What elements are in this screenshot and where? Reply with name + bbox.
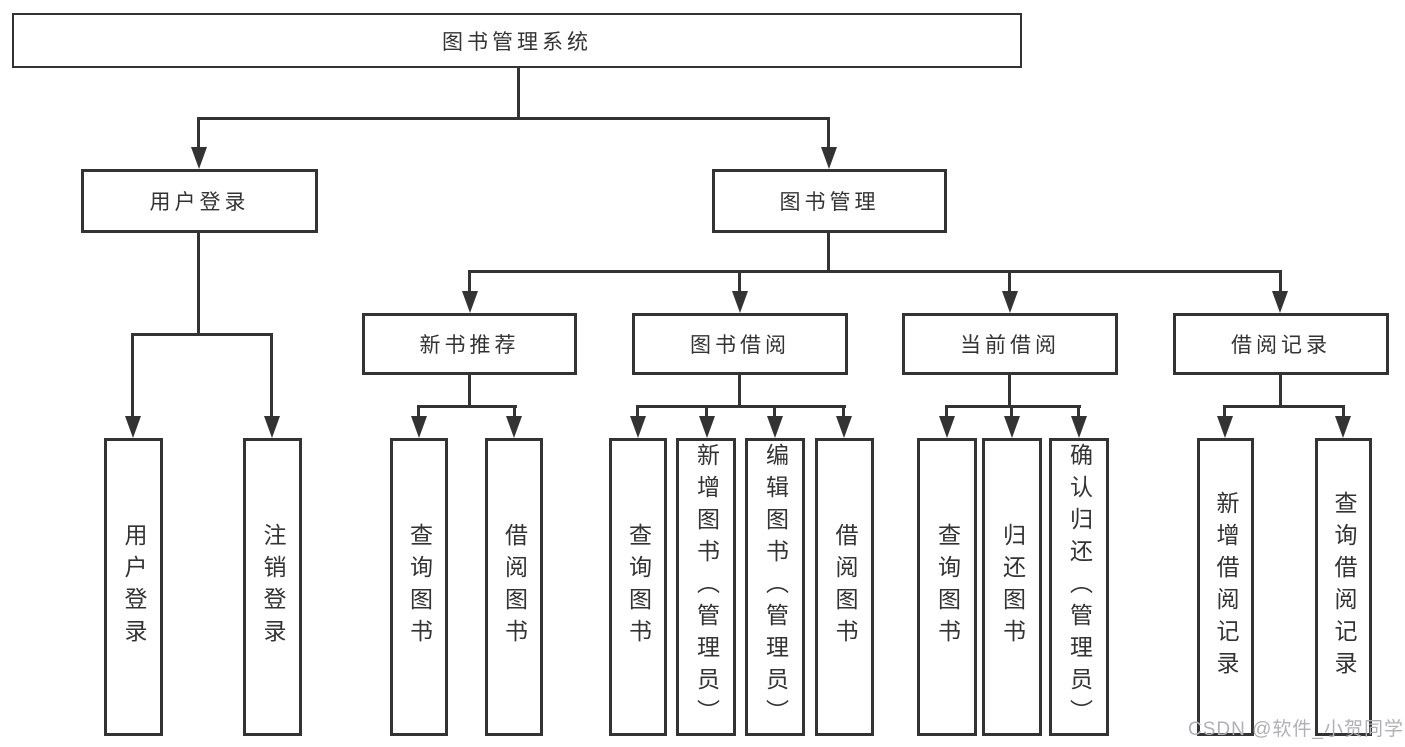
connector-line <box>197 233 200 335</box>
connector-line <box>468 270 471 294</box>
connector-line <box>1077 405 1080 418</box>
leaf-query-borrow-record: 查询借阅记录 <box>1315 438 1372 736</box>
arrow-down-icon <box>462 291 478 313</box>
connector-line <box>945 405 948 418</box>
node-library-system: 图书管理系统 <box>12 13 1022 68</box>
connector-line <box>1010 405 1013 418</box>
node-current-borrowing-label: 当前借阅 <box>960 334 1060 357</box>
connector-line <box>827 233 830 272</box>
connector-line <box>945 405 1081 408</box>
node-user-login: 用户登录 <box>81 169 318 233</box>
connector-line <box>417 405 517 408</box>
node-book-borrowing: 图书借阅 <box>632 313 848 375</box>
leaf-query-book-borrowing: 查询图书 <box>609 438 667 736</box>
connector-line <box>1223 405 1345 408</box>
arrow-down-icon <box>1002 291 1018 313</box>
leaf-add-book-admin-label: 新增图书（管理员） <box>693 443 720 731</box>
node-current-borrowing: 当前借阅 <box>902 313 1118 375</box>
node-borrow-records: 借阅记录 <box>1173 313 1389 375</box>
arrow-down-icon <box>1335 416 1351 438</box>
connector-line <box>773 405 776 418</box>
node-book-management: 图书管理 <box>712 169 947 233</box>
connector-line <box>827 117 830 150</box>
leaf-return-book: 归还图书 <box>982 438 1042 736</box>
connector-line <box>705 405 708 418</box>
connector-line <box>1223 405 1226 418</box>
connector-line <box>1342 405 1345 418</box>
leaf-borrow-book-recommend-label: 借阅图书 <box>501 523 528 651</box>
connector-line <box>738 375 741 407</box>
node-user-login-label: 用户登录 <box>149 191 250 214</box>
leaf-query-borrow-record-label: 查询借阅记录 <box>1331 491 1357 683</box>
arrow-down-icon <box>1071 416 1087 438</box>
connector-line <box>1008 375 1011 407</box>
leaf-borrow-book: 借阅图书 <box>815 438 874 736</box>
node-book-borrowing-label: 图书借阅 <box>690 334 790 357</box>
arrow-down-icon <box>1272 291 1288 313</box>
connector-line <box>197 117 830 120</box>
leaf-query-book-borrowing-label: 查询图书 <box>625 523 652 651</box>
arrow-down-icon <box>939 416 955 438</box>
arrow-down-icon <box>732 291 748 313</box>
connector-line <box>270 333 273 418</box>
leaf-return-book-label: 归还图书 <box>999 523 1026 651</box>
arrow-down-icon <box>836 416 852 438</box>
connector-line <box>636 405 846 408</box>
arrow-down-icon <box>630 416 646 438</box>
watermark: CSDN @软件_小贺同学 <box>1188 719 1404 740</box>
leaf-confirm-return-admin-label: 确认归还（管理员） <box>1066 443 1093 731</box>
connector-line <box>636 405 639 418</box>
connector-line <box>842 405 845 418</box>
connector-line <box>1008 270 1011 294</box>
arrow-down-icon <box>821 147 837 169</box>
connector-line <box>417 405 420 418</box>
node-new-book-recommend: 新书推荐 <box>362 313 577 375</box>
arrow-down-icon <box>1217 416 1233 438</box>
arrow-down-icon <box>264 416 280 438</box>
leaf-user-login-label: 用户登录 <box>121 523 147 651</box>
connector-line <box>738 270 741 294</box>
leaf-add-borrow-record-label: 新增借阅记录 <box>1213 491 1239 683</box>
connector-line <box>513 405 516 418</box>
leaf-add-book-admin: 新增图书（管理员） <box>676 438 736 736</box>
arrow-down-icon <box>506 416 522 438</box>
leaf-edit-book-admin-label: 编辑图书（管理员） <box>762 443 789 731</box>
arrow-down-icon <box>191 147 207 169</box>
node-new-book-recommend-label: 新书推荐 <box>419 334 520 357</box>
arrow-down-icon <box>1004 416 1020 438</box>
leaf-logout-label: 注销登录 <box>260 523 286 651</box>
connector-line <box>131 333 273 336</box>
connector-line <box>131 333 134 418</box>
arrow-down-icon <box>125 416 141 438</box>
connector-line <box>197 117 200 150</box>
leaf-query-book-recommend-label: 查询图书 <box>406 523 433 651</box>
leaf-logout: 注销登录 <box>243 438 302 736</box>
leaf-query-book-current-label: 查询图书 <box>934 523 961 651</box>
arrow-down-icon <box>767 416 783 438</box>
leaf-borrow-book-label: 借阅图书 <box>832 523 858 651</box>
leaf-query-book-current: 查询图书 <box>917 438 977 736</box>
node-borrow-records-label: 借阅记录 <box>1231 334 1331 357</box>
leaf-user-login: 用户登录 <box>104 438 163 736</box>
leaf-confirm-return-admin: 确认归还（管理员） <box>1049 438 1109 736</box>
leaf-borrow-book-recommend: 借阅图书 <box>485 438 543 736</box>
leaf-query-book-recommend: 查询图书 <box>390 438 448 736</box>
connector-line <box>468 270 1282 273</box>
connector-line <box>1279 270 1282 294</box>
leaf-edit-book-admin: 编辑图书（管理员） <box>745 438 805 736</box>
leaf-add-borrow-record: 新增借阅记录 <box>1197 438 1254 736</box>
connector-line <box>517 68 520 119</box>
node-library-system-label: 图书管理系统 <box>442 30 592 54</box>
connector-line <box>1279 375 1282 407</box>
arrow-down-icon <box>411 416 427 438</box>
connector-line <box>468 375 471 407</box>
node-book-management-label: 图书管理 <box>779 191 880 214</box>
arrow-down-icon <box>699 416 715 438</box>
